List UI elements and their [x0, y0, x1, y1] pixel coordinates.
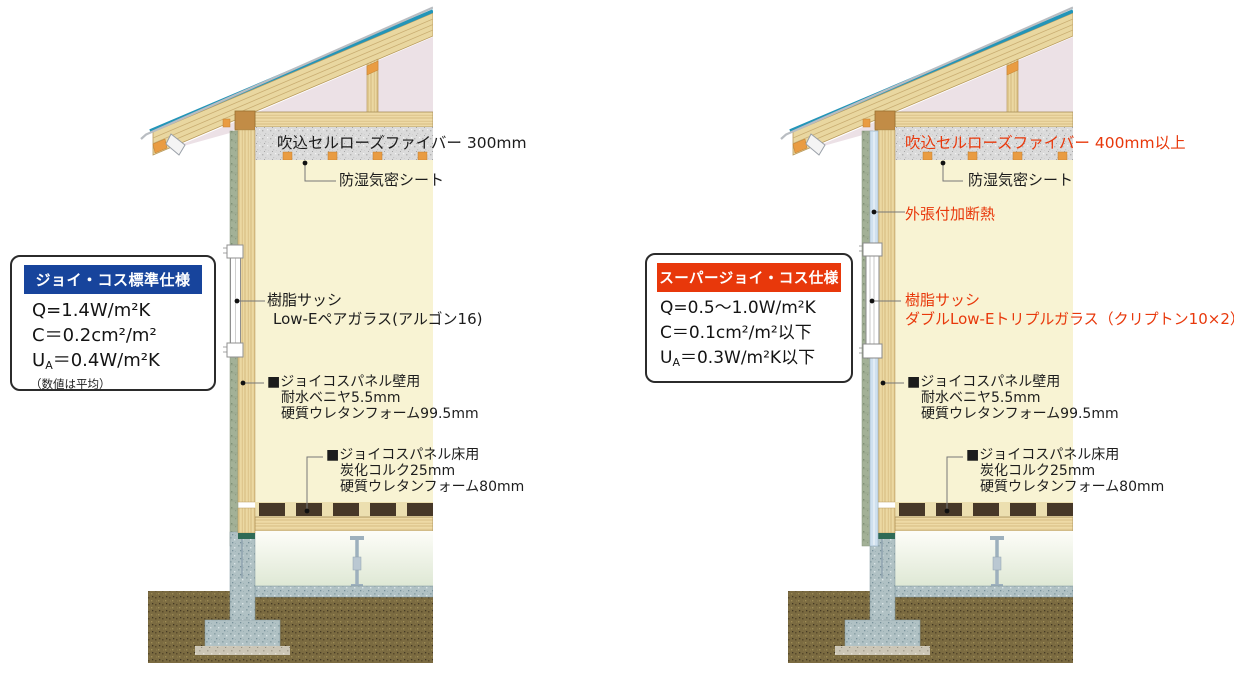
label-floor-panel-line2-right: 硬質ウレタンフォーム80mm [980, 479, 1165, 495]
label-wall-panel-right: ■ジョイコスパネル壁用 耐水ベニヤ5.5mm 硬質ウレタンフォーム99.5mm [907, 374, 1119, 422]
label-sash-right: 樹脂サッシ ダブルLow-Eトリプルガラス（クリプトン10×2） [905, 291, 1234, 329]
label-floor-panel-right: ■ジョイコスパネル床用 炭化コルク25mm 硬質ウレタンフォーム80mm [966, 447, 1164, 495]
label-vapor-barrier-left: 防湿気密シート [339, 171, 445, 189]
label-wall-panel-line1-left: 耐水ベニヤ5.5mm [281, 390, 401, 406]
label-wall-panel-line2-left: 硬質ウレタンフォーム99.5mm [281, 406, 479, 422]
spec-ua-value-super: UA＝0.3W/m²K以下 [647, 346, 851, 372]
window-triple-glass [859, 242, 883, 359]
label-wall-panel-title-right: ■ジョイコスパネル壁用 [907, 374, 1061, 390]
spec-ua-sub-super: A [672, 356, 680, 369]
label-wall-panel-title-left: ■ジョイコスパネル壁用 [267, 374, 421, 390]
house-section-left [139, 5, 433, 665]
label-floor-panel-line1-left: 炭化コルク25mm [340, 463, 456, 479]
label-floor-panel-title-right: ■ジョイコスパネル床用 [966, 447, 1120, 463]
label-exterior-insulation-right: 外張付加断熱 [905, 205, 996, 223]
label-wall-panel-left: ■ジョイコスパネル壁用 耐水ベニヤ5.5mm 硬質ウレタンフォーム99.5mm [267, 374, 479, 422]
spec-ua-value-standard: UA＝0.4W/m²K [12, 348, 214, 375]
spec-c-value-super: C＝0.1cm²/m²以下 [660, 323, 812, 343]
label-floor-panel-title-left: ■ジョイコスパネル床用 [326, 447, 480, 463]
spec-title-super: スーパージョイ・コス仕様 [657, 263, 841, 292]
leader-lines-left [237, 163, 336, 511]
label-sash-left: 樹脂サッシ Low-Eペアガラス(アルゴン16) [267, 291, 482, 329]
spec-title-standard: ジョイ・コス標準仕様 [24, 265, 202, 294]
spec-note-standard: （数値は平均） [30, 377, 111, 391]
label-sash-title-right: 樹脂サッシ [905, 291, 981, 309]
house-section-right [779, 5, 1073, 665]
label-floor-panel-line1-right: 炭化コルク25mm [980, 463, 1096, 479]
label-floor-panel-line2-left: 硬質ウレタンフォーム80mm [340, 479, 525, 495]
spec-box-super: スーパージョイ・コス仕様 Q=0.5〜1.0W/m²K C＝0.1cm²/m²以… [645, 253, 853, 383]
spec-ua-rest: ＝0.4W/m²K [52, 350, 160, 371]
spec-q-value-super: Q=0.5〜1.0W/m²K [660, 298, 816, 318]
label-wall-panel-line1-right: 耐水ベニヤ5.5mm [921, 390, 1041, 406]
label-roof-insulation-right: 吹込セルローズファイバー 400mm以上 [905, 134, 1186, 152]
spec-ua-base-super: U [660, 348, 673, 368]
leader-dots-left [234, 160, 310, 514]
label-sash-detail-left: Low-Eペアガラス(アルゴン16) [273, 310, 483, 328]
label-sash-detail-right: ダブルLow-Eトリプルガラス（クリプトン10×2） [905, 310, 1234, 328]
spec-q-value-standard: Q=1.4W/m²K [32, 300, 151, 321]
label-roof-insulation-left: 吹込セルローズファイバー 300mm [277, 134, 527, 152]
spec-ua-rest-super: ＝0.3W/m²K以下 [679, 348, 816, 368]
label-floor-panel-left: ■ジョイコスパネル床用 炭化コルク25mm 硬質ウレタンフォーム80mm [326, 447, 524, 495]
label-sash-title-left: 樹脂サッシ [267, 291, 343, 309]
spec-c-value-standard: C＝0.2cm²/m² [32, 325, 157, 346]
leader-dots-right [869, 160, 950, 514]
spec-ua-base: U [32, 350, 46, 371]
spec-ua-sub: A [45, 359, 53, 372]
label-wall-panel-line2-right: 硬質ウレタンフォーム99.5mm [921, 406, 1119, 422]
leader-lines-right [872, 163, 963, 511]
label-vapor-barrier-right: 防湿気密シート [968, 171, 1074, 189]
spec-box-standard: ジョイ・コス標準仕様 Q=1.4W/m²K C＝0.2cm²/m² UA＝0.4… [10, 255, 216, 391]
